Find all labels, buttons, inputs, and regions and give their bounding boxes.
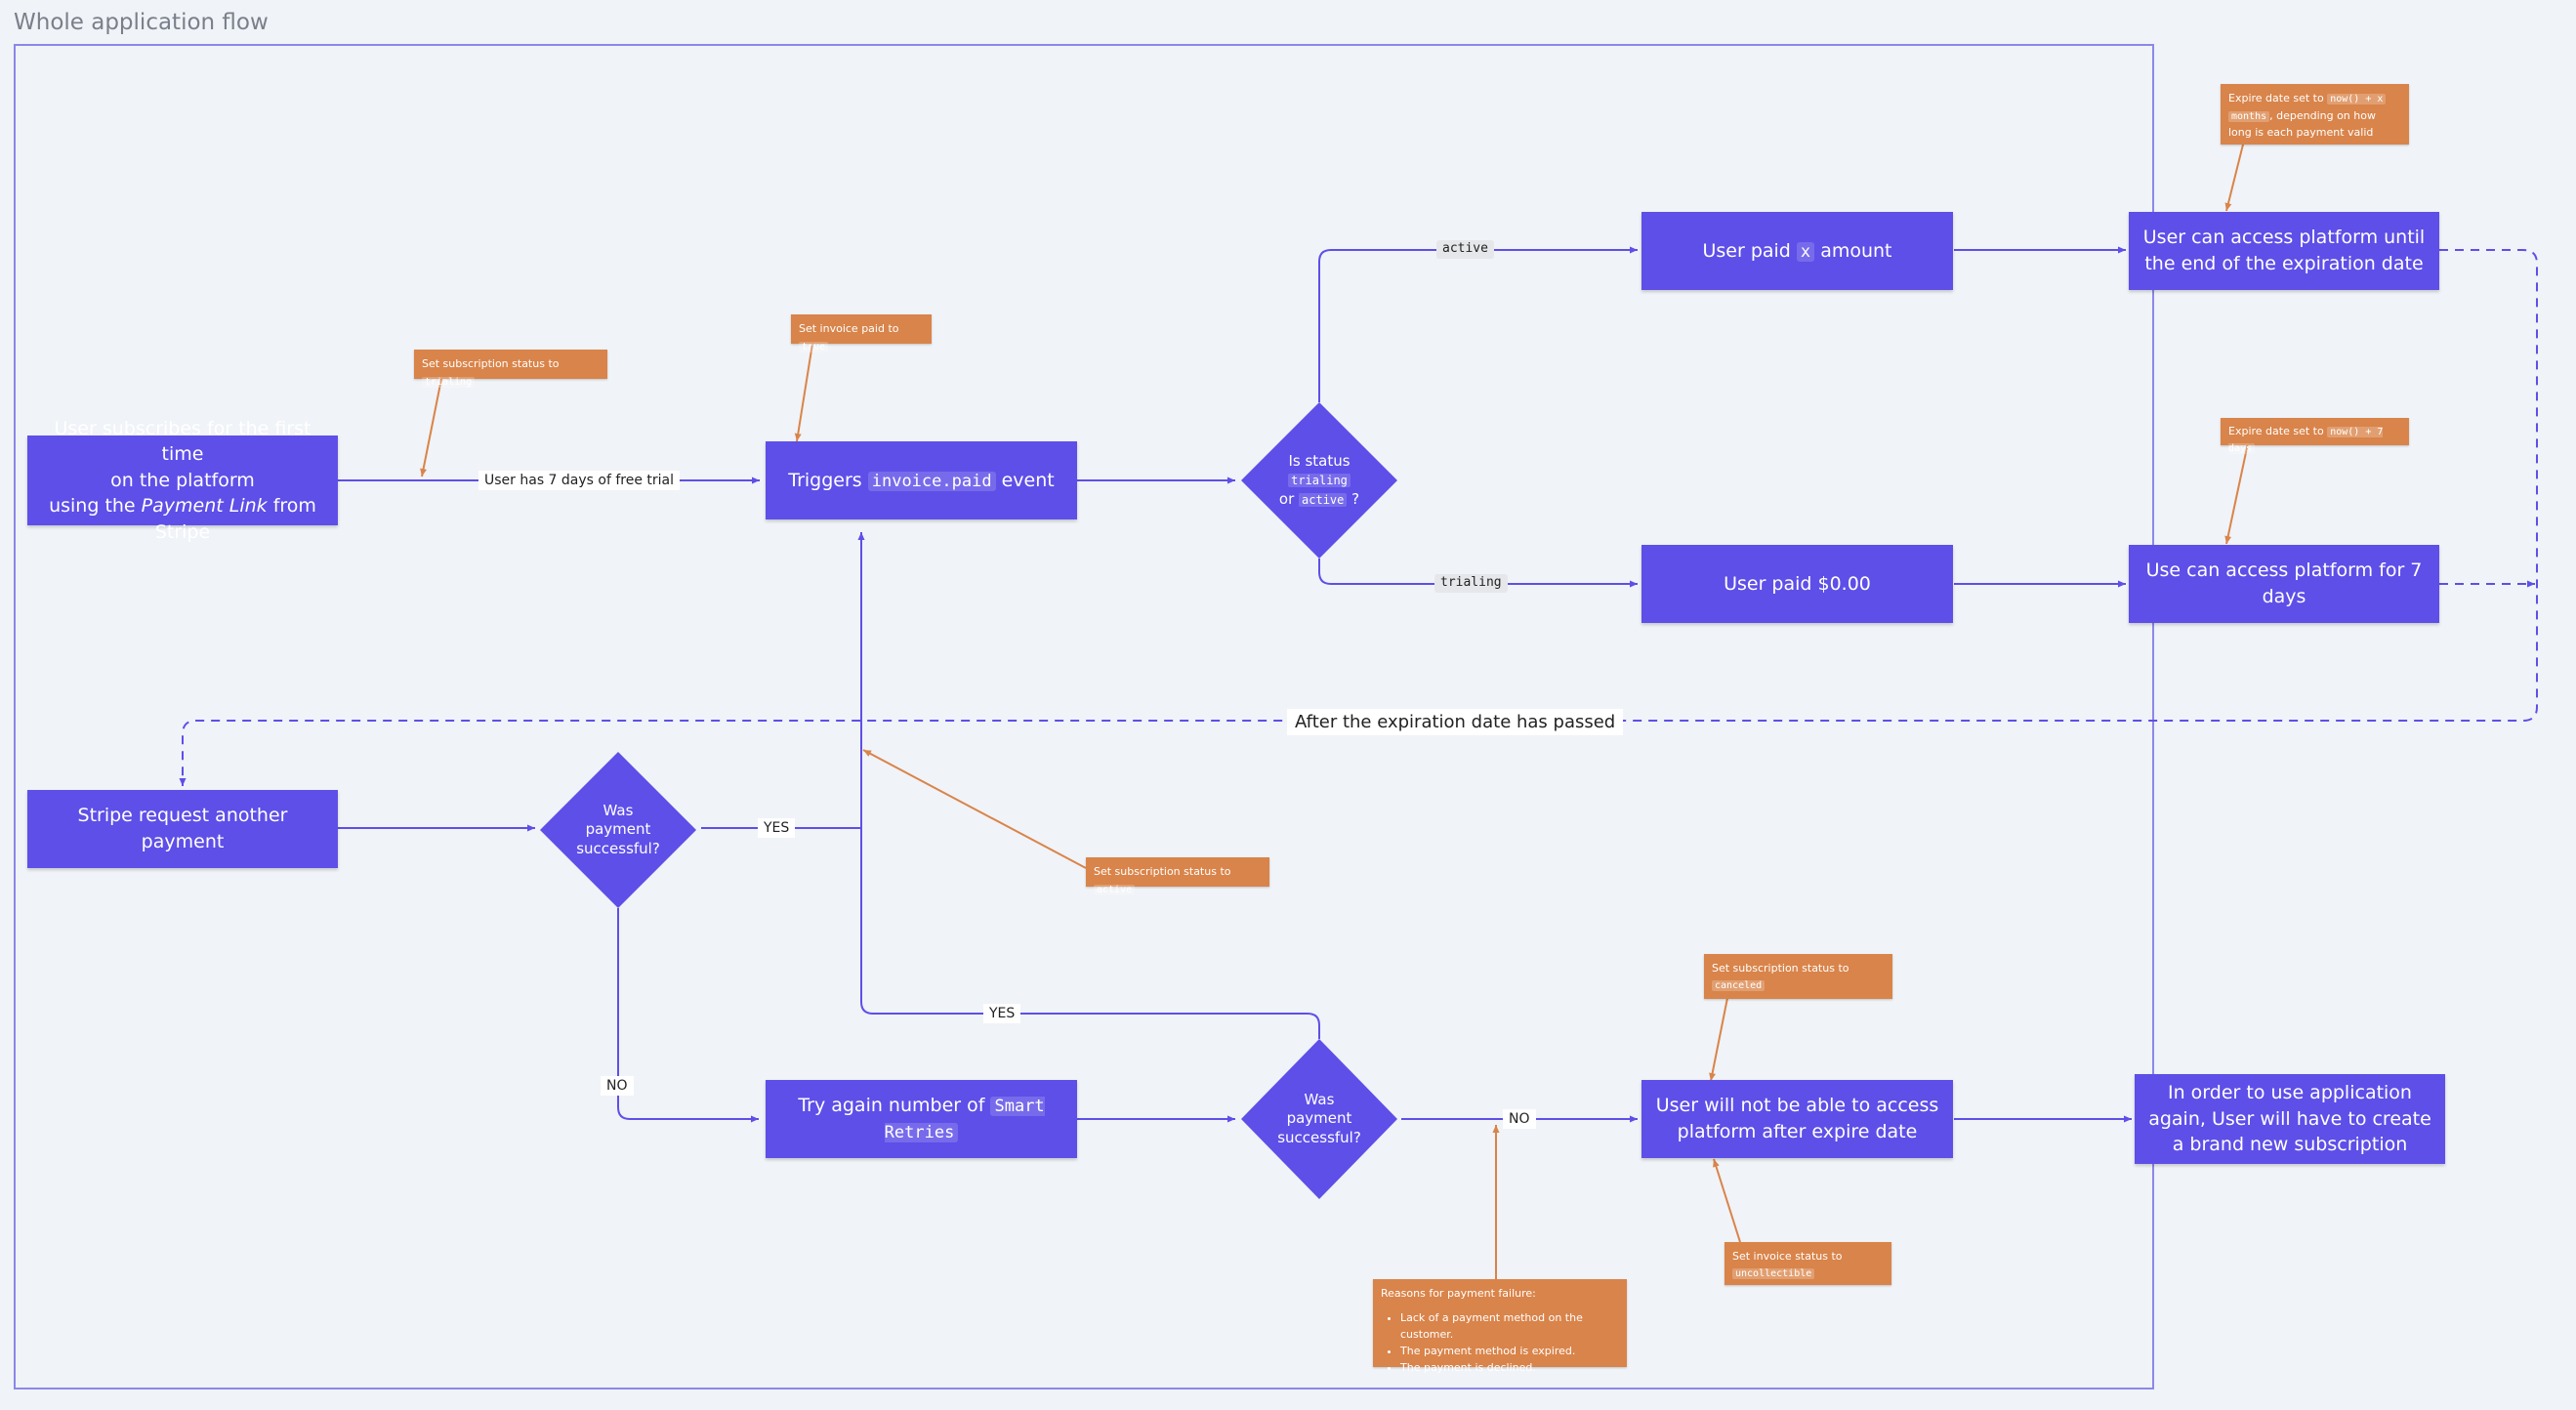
note-expire-7-days[interactable]: Expire date set to now() + 7 days xyxy=(2221,418,2409,454)
edge-expiration-loop xyxy=(179,249,2538,786)
note-failure-reasons[interactable]: Reasons for payment failure: Lack of a p… xyxy=(1373,1279,1627,1374)
list-item: Lack of a payment method on the customer… xyxy=(1400,1309,1619,1343)
triggers-invoice-paid-node[interactable]: Triggers invoice.paid event xyxy=(766,441,1077,519)
note-connector-active xyxy=(862,749,1087,869)
access-until-expiration-node[interactable]: User can access platform until the end o… xyxy=(2129,212,2439,290)
payment-decision-1-label: Was payment successful? xyxy=(576,801,660,857)
note-connector-canceled xyxy=(1709,997,1728,1082)
new-subscription-node[interactable]: In order to use application again, User … xyxy=(2135,1074,2445,1164)
access-7-days-node[interactable]: Use can access platform for 7 days xyxy=(2129,545,2439,623)
edge-label-no-2: NO xyxy=(1503,1109,1536,1130)
status-decision-label: Is status trialing or active ? xyxy=(1278,451,1360,508)
no-access-node[interactable]: User will not be able to access platform… xyxy=(1641,1080,1953,1158)
note-set-invoice-paid[interactable]: Set invoice paid to true xyxy=(791,314,932,352)
edge-label-no-1: NO xyxy=(601,1076,634,1097)
edge-status-active xyxy=(1318,246,1638,402)
user-subscribes-node[interactable]: User subscribes for the first time on th… xyxy=(27,418,338,543)
list-item: The payment is declined. xyxy=(1400,1359,1619,1376)
note-connector-expire-7 xyxy=(2224,442,2249,545)
edge-status-trialing xyxy=(1318,559,1638,588)
note-connector-uncollectible xyxy=(1713,1158,1741,1243)
frame-title: Whole application flow xyxy=(14,10,269,35)
diagram-frame xyxy=(14,44,2154,1389)
failure-reasons-list: Lack of a payment method on the customer… xyxy=(1381,1309,1619,1376)
edge-decision1-no xyxy=(617,908,759,1123)
list-item: The payment method is expired. xyxy=(1400,1343,1619,1359)
note-connector-invoice-paid xyxy=(794,343,813,442)
note-set-active[interactable]: Set subscription status to active xyxy=(1086,857,1269,895)
edge-label-free-trial: User has 7 days of free trial xyxy=(478,471,681,491)
edge-decision2-yes xyxy=(860,828,1320,1039)
payment-decision-1-shape xyxy=(540,752,696,908)
edge-label-active: active xyxy=(1436,240,1494,259)
payment-decision-2-shape xyxy=(1241,1039,1397,1199)
try-again-retries-node[interactable]: Try again number of Smart Retries xyxy=(766,1080,1077,1158)
note-connector-trialing xyxy=(420,378,442,477)
edge-label-trialing: trialing xyxy=(1434,574,1508,593)
stripe-request-node[interactable]: Stripe request another payment xyxy=(27,790,338,868)
note-expire-months[interactable]: Expire date set to now() + x months, dep… xyxy=(2221,84,2409,145)
note-set-trialing[interactable]: Set subscription status to trialing xyxy=(414,350,607,388)
payment-decision-2-label: Was payment successful? xyxy=(1277,1090,1361,1146)
note-set-canceled[interactable]: Set subscription status to canceled xyxy=(1704,954,1892,999)
edge-decision1-yes xyxy=(701,532,865,829)
edge-label-yes-1: YES xyxy=(758,818,796,839)
user-paid-zero-node[interactable]: User paid $0.00 xyxy=(1641,545,1953,623)
status-decision-shape xyxy=(1241,402,1397,559)
note-connector-expire-months xyxy=(2224,144,2244,212)
edge-label-after-expiration: After the expiration date has passed xyxy=(1287,709,1624,736)
note-set-uncollectible[interactable]: Set invoice status to uncollectible xyxy=(1724,1242,1891,1285)
edge-label-yes-2: YES xyxy=(983,1004,1021,1024)
user-paid-x-node[interactable]: User paid x amount xyxy=(1641,212,1953,290)
